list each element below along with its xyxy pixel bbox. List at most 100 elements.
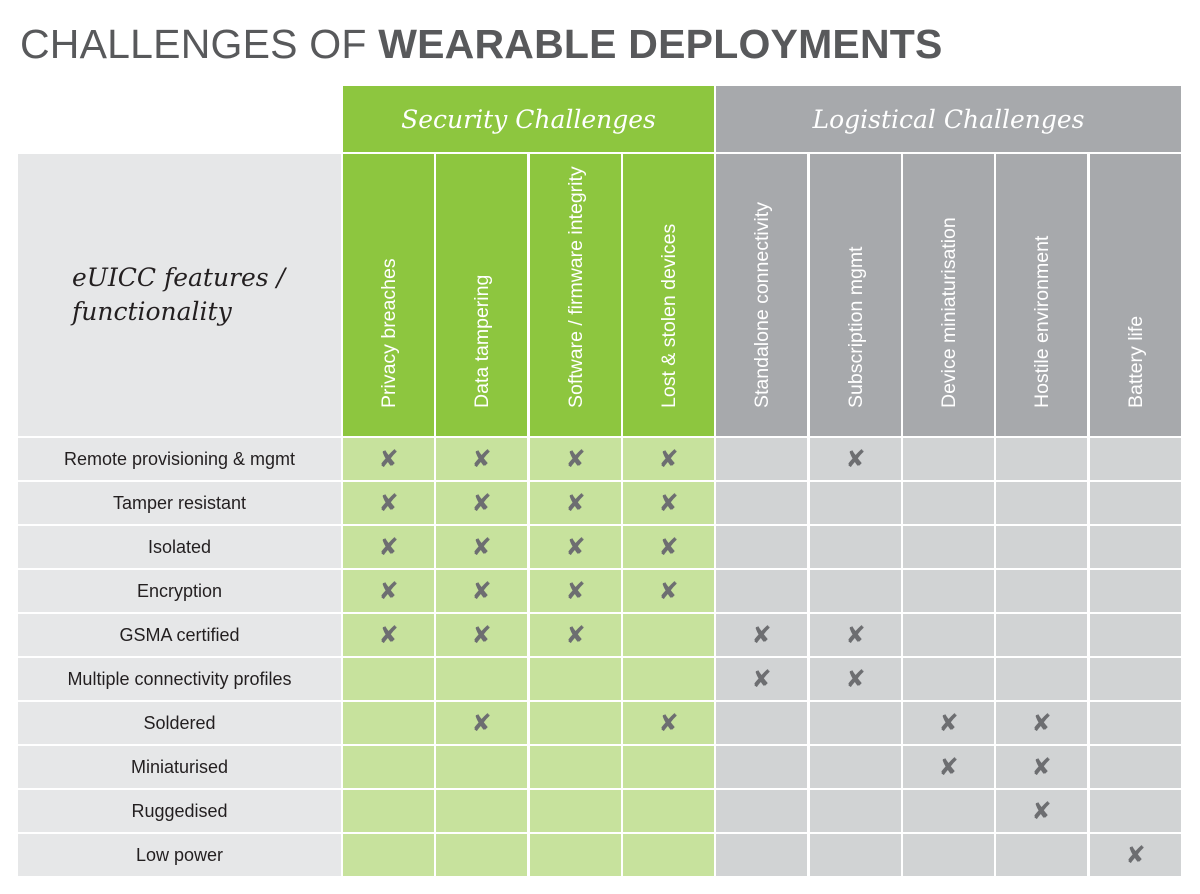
matrix-cell [996,526,1087,568]
matrix-cell [716,790,807,832]
cross-mark-icon: ✘ [565,621,586,649]
row-label: GSMA certified [18,614,341,656]
matrix-cell [903,614,994,656]
matrix-cell [996,482,1087,524]
column-header-label: Subscription mgmt [844,246,867,408]
cross-mark-icon: ✘ [658,489,679,517]
matrix-cell: ✘ [343,526,434,568]
matrix-cell [530,790,621,832]
matrix-cell [1090,790,1181,832]
matrix-cell: ✘ [623,482,714,524]
matrix-cell: ✘ [810,438,901,480]
matrix-cell [996,438,1087,480]
matrix-cell [1090,482,1181,524]
matrix-cell: ✘ [436,526,527,568]
cross-mark-icon: ✘ [938,709,959,737]
column-header: Subscription mgmt [810,154,901,436]
column-header: Standalone connectivity [716,154,807,436]
matrix-cell [996,658,1087,700]
column-header: Lost & stolen devices [623,154,714,436]
matrix-cell [1090,570,1181,612]
cross-mark-icon: ✘ [1031,753,1052,781]
matrix-cell [530,834,621,876]
cross-mark-icon: ✘ [471,533,492,561]
matrix-cell [1090,658,1181,700]
cross-mark-icon: ✘ [938,753,959,781]
cross-mark-icon: ✘ [751,665,772,693]
matrix-cell [903,834,994,876]
matrix-cell [810,746,901,788]
column-header: Hostile environment [996,154,1087,436]
matrix-cell [623,790,714,832]
row-label: Multiple connectivity profiles [18,658,341,700]
matrix-cell [903,526,994,568]
page-title: CHALLENGES OF WEARABLE DEPLOYMENTS [20,20,943,68]
matrix-cell [1090,438,1181,480]
matrix-cell [810,482,901,524]
matrix-cell [996,614,1087,656]
cross-mark-icon: ✘ [565,445,586,473]
column-header: Battery life [1090,154,1181,436]
column-header-label: Battery life [1124,315,1147,408]
matrix-cell [436,834,527,876]
matrix-cell [903,658,994,700]
title-light: CHALLENGES OF [20,21,367,67]
matrix-cell: ✘ [530,570,621,612]
cross-mark-icon: ✘ [845,665,866,693]
matrix-cell [903,438,994,480]
matrix-cell: ✘ [530,482,621,524]
cross-mark-icon: ✘ [751,621,772,649]
cross-mark-icon: ✘ [1031,709,1052,737]
cross-mark-icon: ✘ [471,621,492,649]
cross-mark-icon: ✘ [565,489,586,517]
cross-mark-icon: ✘ [378,445,399,473]
matrix-cell: ✘ [530,526,621,568]
column-header: Software / firmware integrity [530,154,621,436]
column-header-label: Data tampering [470,274,493,408]
matrix-cell [903,790,994,832]
matrix-cell: ✘ [716,614,807,656]
cross-mark-icon: ✘ [658,445,679,473]
cross-mark-icon: ✘ [378,533,399,561]
row-label: Ruggedised [18,790,341,832]
matrix-cell [903,570,994,612]
cross-mark-icon: ✘ [658,709,679,737]
matrix-cell: ✘ [436,482,527,524]
matrix-cell [1090,702,1181,744]
corner-label: eUICC features / functionality [72,263,285,326]
matrix-cell [810,526,901,568]
matrix-cell [623,746,714,788]
group-header-security: Security Challenges [343,86,714,152]
matrix-cell [436,790,527,832]
group-header-logistical: Logistical Challenges [716,86,1181,152]
matrix-cell [530,746,621,788]
column-header-label: Software / firmware integrity [564,166,587,408]
matrix-cell: ✘ [716,658,807,700]
cross-mark-icon: ✘ [378,577,399,605]
cross-mark-icon: ✘ [471,445,492,473]
cross-mark-icon: ✘ [378,621,399,649]
title-bold: WEARABLE DEPLOYMENTS [378,21,943,67]
cross-mark-icon: ✘ [658,533,679,561]
row-label: Low power [18,834,341,876]
matrix-cell [623,834,714,876]
matrix-cell [716,570,807,612]
cross-mark-icon: ✘ [471,709,492,737]
matrix-cell [716,438,807,480]
column-header: Privacy breaches [343,154,434,436]
corner-cell: eUICC features / functionality [18,154,341,436]
matrix-cell: ✘ [903,746,994,788]
matrix-cell: ✘ [903,702,994,744]
matrix-cell [1090,526,1181,568]
matrix-cell: ✘ [623,438,714,480]
matrix-cell [716,746,807,788]
matrix-cell: ✘ [996,790,1087,832]
matrix-cell [530,658,621,700]
cross-mark-icon: ✘ [471,577,492,605]
matrix-cell: ✘ [623,702,714,744]
matrix-cell [996,570,1087,612]
row-label: Tamper resistant [18,482,341,524]
matrix-cell [810,834,901,876]
matrix-cell: ✘ [623,526,714,568]
matrix-cell: ✘ [343,614,434,656]
